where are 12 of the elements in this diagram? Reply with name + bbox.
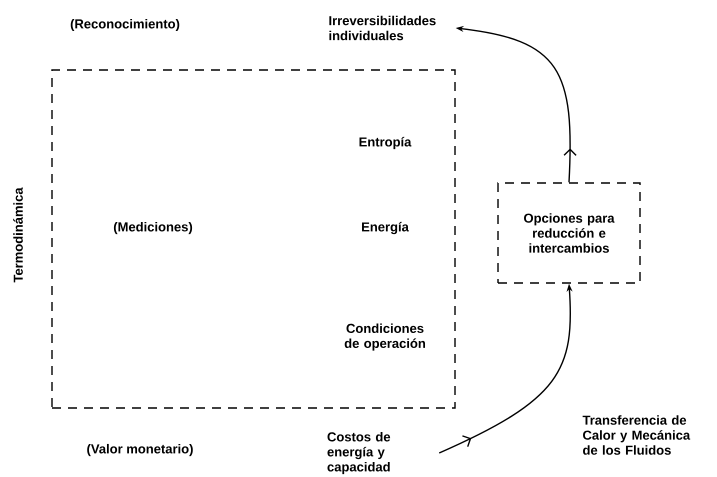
box-text: Entropía [360, 136, 412, 150]
dashed-box: Opciones para reducción e intercambios [497, 182, 641, 284]
text-label: Irreversibilidades individuales [329, 16, 436, 40]
dashed-box [51, 69, 456, 409]
box-text: Energía [362, 222, 409, 234]
text-label: (Valor monetario) [87, 444, 193, 456]
text-label: Costos de energía y capacidad [328, 432, 390, 474]
box-text: (Mediciones) [114, 222, 192, 234]
text-label: Termodinámica [13, 187, 23, 282]
text-label: (Reconocimiento) [70, 18, 180, 32]
edge-label: Transferencia de Calor y Mecánica de los Fluidos [582, 415, 690, 455]
box-text: Condiciones de operación [344, 323, 425, 351]
